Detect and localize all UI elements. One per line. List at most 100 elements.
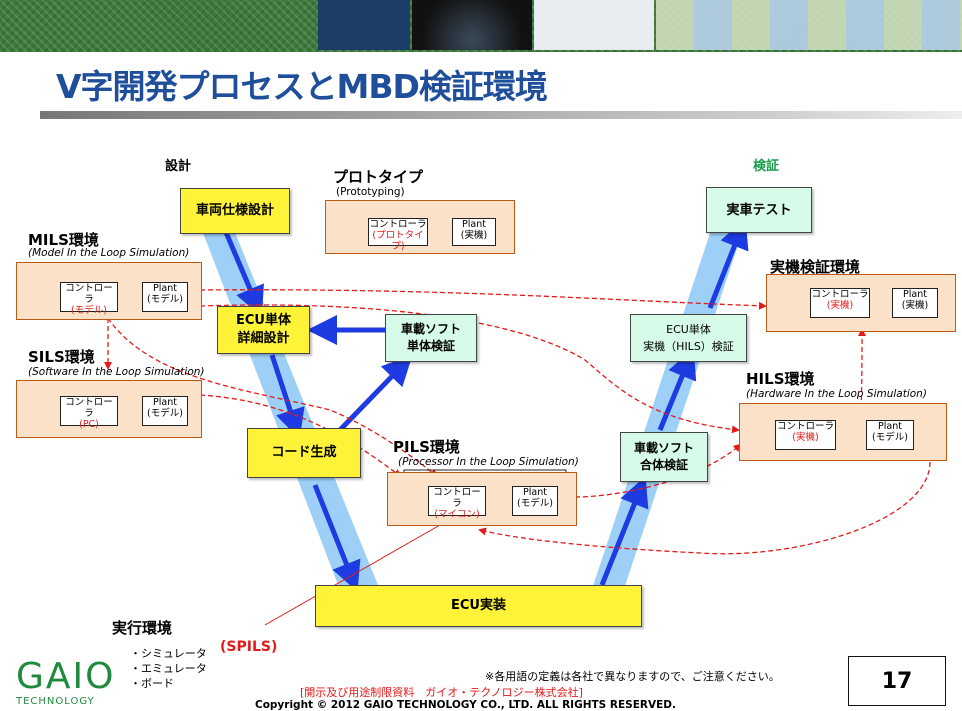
logo-main-text: GAIO — [16, 656, 116, 697]
ecu-detail-line1: ECU単体 — [236, 313, 291, 328]
slide-title: V字開発プロセスとMBD検証環境 — [56, 67, 548, 106]
dashed-mils-to-hils — [199, 304, 740, 434]
hils-controller-sub: (実機) — [792, 432, 819, 443]
mils-subtitle: (Model In the Loop Simulation) — [28, 247, 190, 259]
prototype-controller-block: コントローラ(プロトタイプ) — [368, 218, 428, 252]
arrow-ecu-to-code — [269, 354, 305, 440]
sils-plant-block: Plant(モデル) — [142, 396, 188, 426]
hils-plant-block: Plant(モデル) — [866, 420, 914, 450]
real-title: 実機検証環境 — [770, 258, 861, 276]
mils-plant-label: Plant — [153, 283, 177, 294]
dashed-hils-to-pils — [478, 461, 931, 555]
banner-image-gauge — [412, 0, 532, 50]
arrow-hils-to-car — [707, 218, 749, 309]
prototype-controller-sub: (プロトタイプ) — [372, 230, 424, 252]
prototype-plant-sub: (実機) — [460, 230, 488, 241]
pils-controller-label: コントローラ — [433, 487, 481, 509]
pils-controller-block: コントローラ(マイコン) — [428, 486, 486, 520]
prototype-controller-label: コントローラ — [369, 219, 427, 230]
ecu-impl-label: ECU実装 — [451, 598, 506, 613]
title-underline — [40, 111, 962, 119]
dashed-mils-to-pils — [107, 317, 438, 478]
mils-plant-block: Plant(モデル) — [142, 282, 188, 312]
sils-controller-sub: (PC) — [79, 419, 99, 430]
box-ecu-implementation: ECU実装 — [315, 585, 642, 627]
pils-subtitle: (Processor In the Loop Simulation) — [398, 456, 579, 468]
sw-unit-line2: 単体検証 — [406, 339, 455, 353]
code-gen-label: コード生成 — [271, 445, 337, 460]
box-vehicle-test: 実車テスト — [706, 187, 812, 233]
banner-image-board — [318, 0, 410, 50]
footer-disclosure: [開示及び用途制限資料 ガイオ・テクノロジー株式会社] — [300, 686, 583, 699]
real-plant-label: Plant — [903, 289, 927, 300]
pils-controller-sub: (マイコン) — [434, 509, 480, 520]
hils-plant-sub: (モデル) — [872, 432, 908, 443]
spils-label: (SPILS) — [220, 639, 278, 655]
mils-controller-block: コントローラ(モデル) — [60, 282, 118, 316]
exec-env-title: 実行環境 — [112, 619, 173, 637]
exec-env-item-board: ・ボード — [130, 677, 174, 690]
dashed-pils-to-hils — [574, 443, 742, 498]
prototype-subtitle: (Prototyping) — [336, 186, 405, 198]
box-vehicle-spec-design: 車両仕様設計 — [180, 188, 290, 234]
phase-verify-label: 検証 — [753, 159, 780, 174]
ecu-real-line1: ECU単体 — [666, 323, 711, 336]
real-plant-sub: (実機) — [901, 300, 929, 311]
arrow-integ-to-hils — [657, 348, 697, 431]
header-banner — [0, 0, 962, 52]
page-number-box: 17 — [848, 656, 946, 706]
sw-integ-line1: 車載ソフト — [633, 441, 694, 455]
mils-title: MILS環境 — [28, 231, 99, 249]
footer-copyright: Copyright © 2012 GAIO TECHNOLOGY CO., LT… — [255, 699, 676, 711]
exec-env-item-simulator: ・シミュレータ — [130, 647, 207, 660]
banner-image-code — [534, 0, 654, 50]
arrow-code-to-unit — [338, 355, 413, 432]
footer-note: ※各用語の定義は各社で異なりますので、ご注意ください。 — [485, 670, 780, 683]
arrow-spec-to-ecu — [222, 229, 264, 317]
spils-pointer — [264, 524, 441, 626]
box-ecu-real-hils-verify: ECU単体実機（HILS）検証 — [630, 314, 747, 362]
dashed-sils-to-pils — [199, 394, 402, 478]
ecu-real-line2: 実機（HILS）検証 — [643, 340, 734, 353]
sils-title: SILS環境 — [28, 348, 95, 366]
sils-plant-label: Plant — [153, 397, 177, 408]
vehicle-test-label: 実車テスト — [726, 202, 792, 218]
box-code-generation: コード生成 — [247, 428, 361, 478]
phase-design-label: 設計 — [165, 159, 192, 174]
dashed-mils-to-real — [199, 289, 767, 310]
real-controller-label: コントローラ — [811, 289, 869, 300]
sw-integ-line2: 合体検証 — [639, 458, 688, 472]
box-vehicle-spec-label: 車両仕様設計 — [195, 203, 274, 218]
ecu-detail-line2: 詳細設計 — [237, 331, 290, 346]
page-number: 17 — [881, 668, 913, 694]
arrow-code-to-impl — [312, 484, 361, 592]
real-controller-block: コントローラ(実機) — [810, 288, 870, 318]
hils-panel — [739, 403, 947, 461]
prototype-plant-label: Plant — [462, 219, 486, 230]
mils-plant-sub: (モデル) — [147, 294, 183, 305]
prototype-title: プロトタイプ — [333, 168, 424, 186]
hils-controller-label: コントローラ — [776, 421, 834, 432]
logo-sub-text: TECHNOLOGY — [16, 696, 95, 707]
real-plant-block: Plant(実機) — [892, 288, 938, 318]
pils-plant-sub: (モデル) — [517, 498, 553, 509]
gaio-logo: GAIO TECHNOLOGY — [16, 658, 115, 708]
sils-controller-block: コントローラ(PC) — [60, 396, 118, 430]
sw-unit-line1: 車載ソフト — [400, 322, 461, 336]
hils-subtitle: (Hardware In the Loop Simulation) — [746, 388, 927, 400]
mils-controller-label: コントローラ — [65, 283, 113, 305]
exec-env-item-emulator: ・エミュレータ — [130, 662, 207, 675]
sils-subtitle: (Software In the Loop Simulation) — [28, 366, 205, 378]
hils-controller-block: コントローラ(実機) — [775, 420, 836, 450]
hils-plant-label: Plant — [878, 421, 902, 432]
sils-controller-label: コントローラ — [65, 397, 113, 419]
real-controller-sub: (実機) — [826, 300, 854, 311]
box-ecu-detail-design: ECU単体詳細設計 — [217, 306, 310, 354]
pils-plant-label: Plant — [523, 487, 547, 498]
box-sw-unit-verify: 車載ソフト単体検証 — [385, 314, 477, 362]
box-sw-integration-verify: 車載ソフト合体検証 — [620, 432, 708, 482]
pils-plant-block: Plant(モデル) — [512, 486, 558, 516]
banner-image-table — [656, 0, 962, 50]
hils-title: HILS環境 — [746, 370, 815, 388]
arrow-impl-to-integ — [599, 476, 649, 586]
